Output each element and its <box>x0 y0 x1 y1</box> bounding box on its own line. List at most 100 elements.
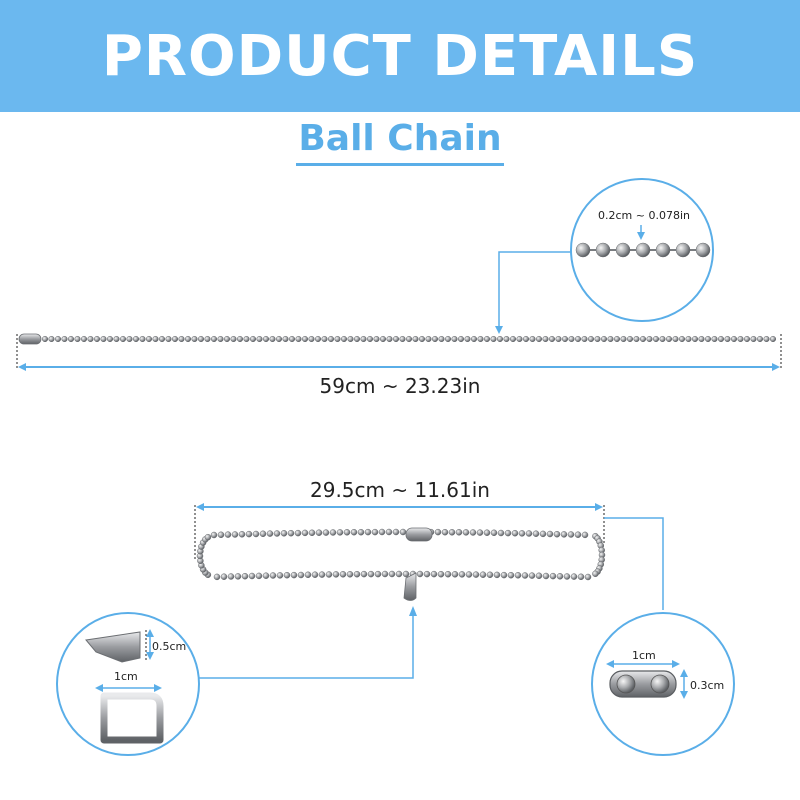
loop-ball <box>486 571 494 579</box>
chain-ball <box>80 335 88 343</box>
loop-ball <box>465 571 473 578</box>
chain-ball <box>737 335 744 343</box>
chain-ball <box>295 335 302 343</box>
loop-ball <box>458 571 466 578</box>
chain-ball <box>548 335 556 343</box>
chain-ball <box>730 335 738 343</box>
chain-ball <box>353 335 361 343</box>
clip-side-view <box>85 631 141 663</box>
chain-ball <box>67 335 75 343</box>
loop-ball <box>542 572 550 580</box>
loop-ball <box>504 529 512 537</box>
leader-arrow-head <box>495 326 503 334</box>
loop-ball <box>574 531 582 538</box>
product-subtitle-wrap: Ball Chain <box>0 118 800 166</box>
chain-ball <box>230 335 237 343</box>
chain-ball <box>327 335 335 343</box>
ball-zoom-leader-line <box>498 251 572 330</box>
loop-ball <box>325 571 333 578</box>
chain-ball <box>574 335 582 343</box>
loop-ball <box>549 572 557 580</box>
loop-ball <box>234 573 242 580</box>
chain-ball <box>438 335 445 343</box>
chain-ball <box>444 335 452 343</box>
chain-ball <box>743 335 751 343</box>
chain-ball <box>581 335 588 343</box>
chain-ball <box>308 335 315 343</box>
chain-ball <box>678 335 686 343</box>
loop-ball <box>318 571 326 578</box>
chain-ball <box>158 335 166 343</box>
loop-ball <box>353 570 361 578</box>
chain-ball <box>366 335 374 343</box>
chain-end-connector <box>18 333 42 345</box>
loop-ball <box>416 570 424 578</box>
chain-ball <box>698 335 705 343</box>
loop-ball-chain <box>196 528 606 581</box>
loop-ball <box>273 530 281 537</box>
loop-ball <box>395 570 403 578</box>
loop-ball <box>238 531 246 538</box>
loop-ball <box>451 571 459 578</box>
chain-ball <box>191 335 198 343</box>
loop-ball <box>287 529 295 537</box>
chain-ball <box>386 335 393 343</box>
chain-ball <box>587 335 595 343</box>
loop-ball <box>434 528 442 536</box>
chain-ball <box>334 335 341 343</box>
loop-ball <box>560 531 568 538</box>
loop-ball <box>297 571 305 579</box>
chain-ball <box>210 335 218 343</box>
loop-ball <box>577 573 585 581</box>
chain-ball <box>87 335 94 343</box>
loop-ball <box>584 573 592 581</box>
loop-ball <box>357 528 365 536</box>
page-title: PRODUCT DETAILS <box>101 23 699 89</box>
loop-ball <box>553 530 561 538</box>
chain-ball <box>691 335 699 343</box>
zoomed-ball <box>655 242 671 258</box>
connector-ball-left <box>616 674 636 694</box>
loop-ball <box>248 572 256 580</box>
loop-ball <box>570 573 578 580</box>
chain-ball <box>399 335 406 343</box>
loop-ball <box>269 572 277 579</box>
loop-ball <box>437 570 445 578</box>
chain-ball <box>477 335 484 343</box>
chain-ball <box>249 335 257 343</box>
loop-ball <box>521 572 529 579</box>
chain-ball <box>379 335 387 343</box>
loop-ball <box>241 572 249 580</box>
loop-ball <box>567 531 575 538</box>
chain-ball <box>184 335 192 343</box>
chain-ball <box>373 335 380 343</box>
chain-ball <box>724 335 731 343</box>
chain-ball <box>769 335 777 343</box>
chain-ball <box>594 335 601 343</box>
chain-ball <box>568 335 575 343</box>
chain-ball <box>457 335 465 343</box>
chain-ball <box>672 335 679 343</box>
loop-ball <box>322 529 330 536</box>
loop-ball <box>255 572 263 580</box>
chain-ball <box>555 335 562 343</box>
clip-leader-line <box>196 612 414 679</box>
chain-ball <box>321 335 328 343</box>
loop-ball <box>556 573 564 580</box>
chain-ball <box>756 335 764 343</box>
loop-ball <box>493 571 501 579</box>
loop-ball <box>213 573 221 581</box>
loop-ball <box>364 528 372 536</box>
loop-ball <box>315 529 323 536</box>
ball-diameter-label: 0.2cm ~ 0.078in <box>598 209 690 222</box>
chain-ball <box>763 335 770 343</box>
chain-ball <box>750 335 757 343</box>
loop-ball <box>592 570 599 578</box>
loop-ball <box>423 570 431 578</box>
chain-ball <box>652 335 660 343</box>
chain-ball <box>100 335 107 343</box>
chain-ball <box>639 335 647 343</box>
loop-ball <box>539 530 547 538</box>
chain-ball <box>360 335 367 343</box>
